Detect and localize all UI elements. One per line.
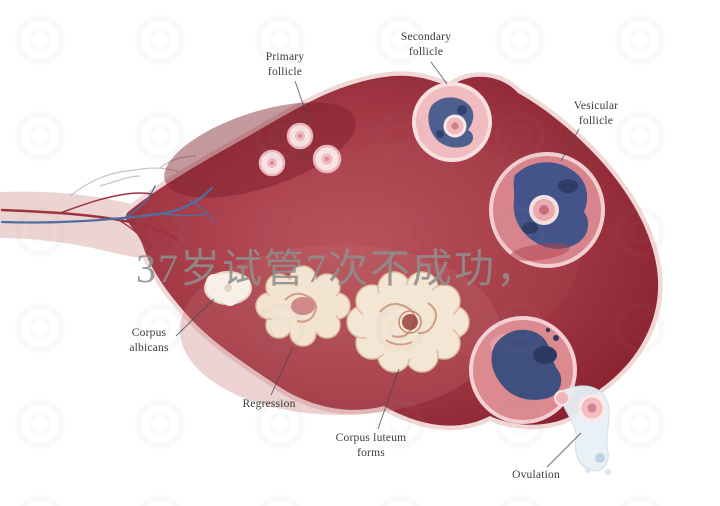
corpus-albicans-label: Corpus albicans — [129, 327, 169, 354]
regression-label: Regression — [242, 398, 296, 410]
secondary-follicle-label: Secondary follicle — [400, 31, 452, 58]
watermark-text: 37岁试管7次不成功， — [136, 246, 538, 291]
corpus-luteum-label: Corpus luteum forms — [335, 432, 407, 459]
vesicular-follicle-label: Vesicular follicle — [573, 100, 619, 127]
primary-follicle-label: Primary follicle — [265, 51, 305, 78]
ovulation-label: Ovulation — [512, 469, 560, 481]
